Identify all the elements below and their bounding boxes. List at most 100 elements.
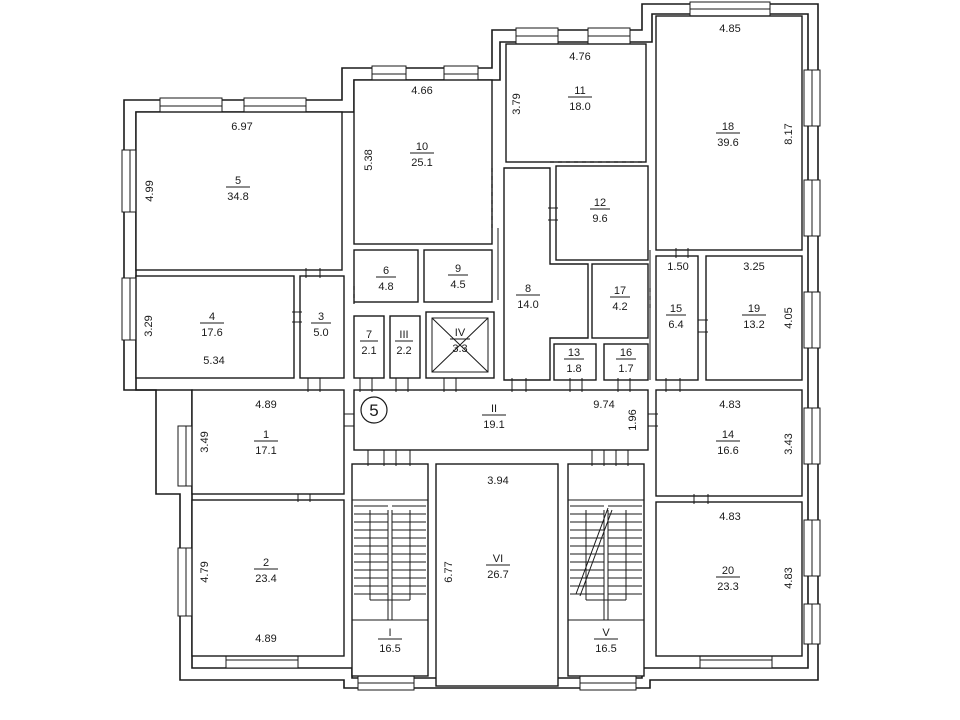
room-area: 26.7 (487, 569, 508, 581)
room-1 (191, 389, 345, 495)
room-area: 6.4 (668, 319, 683, 331)
label-room-V: V 16.5 (594, 627, 618, 655)
dim-r18-width: 4.85 (719, 23, 740, 35)
dim-r4-width: 5.34 (203, 355, 224, 367)
dim-rVI-height: 6.77 (443, 561, 455, 582)
dim-r20-height: 4.83 (783, 567, 795, 588)
dim-r4-height: 3.29 (143, 315, 155, 336)
dim-r19-width: 3.25 (743, 261, 764, 273)
label-room-8: 814.0 (516, 283, 540, 311)
room-2 (191, 499, 345, 657)
label-room-4: 417.6 (200, 311, 224, 339)
dim-r10-width: 4.66 (411, 85, 432, 97)
room-6 (353, 249, 419, 303)
room-number: VI (493, 553, 503, 565)
room-number: 1 (263, 429, 269, 441)
dim-r14-height: 3.43 (783, 433, 795, 454)
label-room-9: 94.5 (448, 263, 468, 291)
openings (353, 161, 651, 312)
room-area: 4.8 (378, 281, 393, 293)
dim-r10-height: 5.38 (363, 149, 375, 170)
room-area: 16.5 (595, 643, 616, 655)
room-number: 4 (209, 311, 215, 323)
floor-marker: 5 (360, 396, 388, 424)
dim-r15-width: 1.50 (667, 261, 688, 273)
room-number: 11 (574, 85, 585, 97)
room-area: 9.6 (592, 213, 607, 225)
label-room-II: II 19.1 (482, 403, 506, 431)
room-9 (423, 249, 493, 303)
room-number: 20 (722, 565, 734, 577)
floor-marker-label: 5 (369, 401, 378, 420)
label-room-7: 72.1 (360, 329, 378, 357)
room-area: 16.6 (717, 445, 738, 457)
room-number: 3 (318, 311, 324, 323)
room-area: 18.0 (569, 101, 590, 113)
room-area: 34.8 (227, 191, 248, 203)
label-room-14: 14 16.6 (716, 429, 740, 457)
room-area: 3.3 (452, 343, 467, 355)
stairs-V (567, 499, 645, 621)
room-number: 18 (722, 121, 734, 133)
rooms (135, 15, 803, 687)
room-area: 5.0 (313, 327, 328, 339)
room-III (389, 315, 421, 379)
dim-rVI-width: 3.94 (487, 475, 508, 487)
room-number: I (388, 627, 391, 639)
room-4 (135, 275, 295, 379)
room-number: 10 (416, 141, 428, 153)
dim-r18-height: 8.17 (783, 123, 795, 144)
dim-r14-width: 4.83 (719, 399, 740, 411)
room-area: 14.0 (517, 299, 538, 311)
room-area: 17.1 (255, 445, 276, 457)
room-number: 14 (722, 429, 734, 441)
room-number: 2 (263, 557, 269, 569)
label-room-16: 161.7 (616, 347, 636, 375)
label-room-VI: VI 26.7 (486, 553, 510, 581)
room-area: 39.6 (717, 137, 738, 149)
room-area: 13.2 (743, 319, 764, 331)
dim-r5-width: 6.97 (231, 121, 252, 133)
room-15 (655, 255, 699, 381)
room-area: 1.7 (618, 363, 633, 375)
dim-corridor-width: 9.74 (593, 399, 614, 411)
room-8 (503, 167, 589, 381)
label-room-2: 223.4 (254, 557, 278, 585)
room-number: 6 (383, 265, 389, 277)
room-19 (705, 255, 803, 381)
room-10 (353, 79, 493, 245)
room-number: 13 (568, 347, 580, 359)
dim-corridor-height: 1.96 (627, 409, 639, 430)
room-5 (135, 111, 343, 271)
room-number: V (602, 627, 610, 639)
room-7 (353, 315, 385, 379)
dim-r2-width: 4.89 (255, 633, 276, 645)
room-area: 2.1 (361, 345, 376, 357)
room-area: 1.8 (566, 363, 581, 375)
room-area: 4.2 (612, 301, 627, 313)
label-room-11: 11 18.0 (568, 85, 592, 113)
room-area: 23.3 (717, 581, 738, 593)
dim-r20-width: 4.83 (719, 511, 740, 523)
room-number: II (491, 403, 497, 415)
label-room-20: 20 23.3 (716, 565, 740, 593)
dim-r11-width: 4.76 (569, 51, 590, 63)
room-area: 16.5 (379, 643, 400, 655)
elevator-shaft (431, 317, 489, 373)
room-17 (591, 263, 649, 339)
dim-r1-width: 4.89 (255, 399, 276, 411)
label-room-6: 64.8 (376, 265, 396, 293)
dim-r2-height: 4.79 (199, 561, 211, 582)
room-number: 5 (235, 175, 241, 187)
room-14 (655, 389, 803, 497)
room-VI (435, 463, 559, 687)
label-room-1: 117.1 (254, 429, 278, 457)
label-room-19: 19 13.2 (742, 303, 766, 331)
room-area: 19.1 (483, 419, 504, 431)
room-number: 19 (748, 303, 760, 315)
room-area: 17.6 (201, 327, 222, 339)
label-room-I: I 16.5 (378, 627, 402, 655)
